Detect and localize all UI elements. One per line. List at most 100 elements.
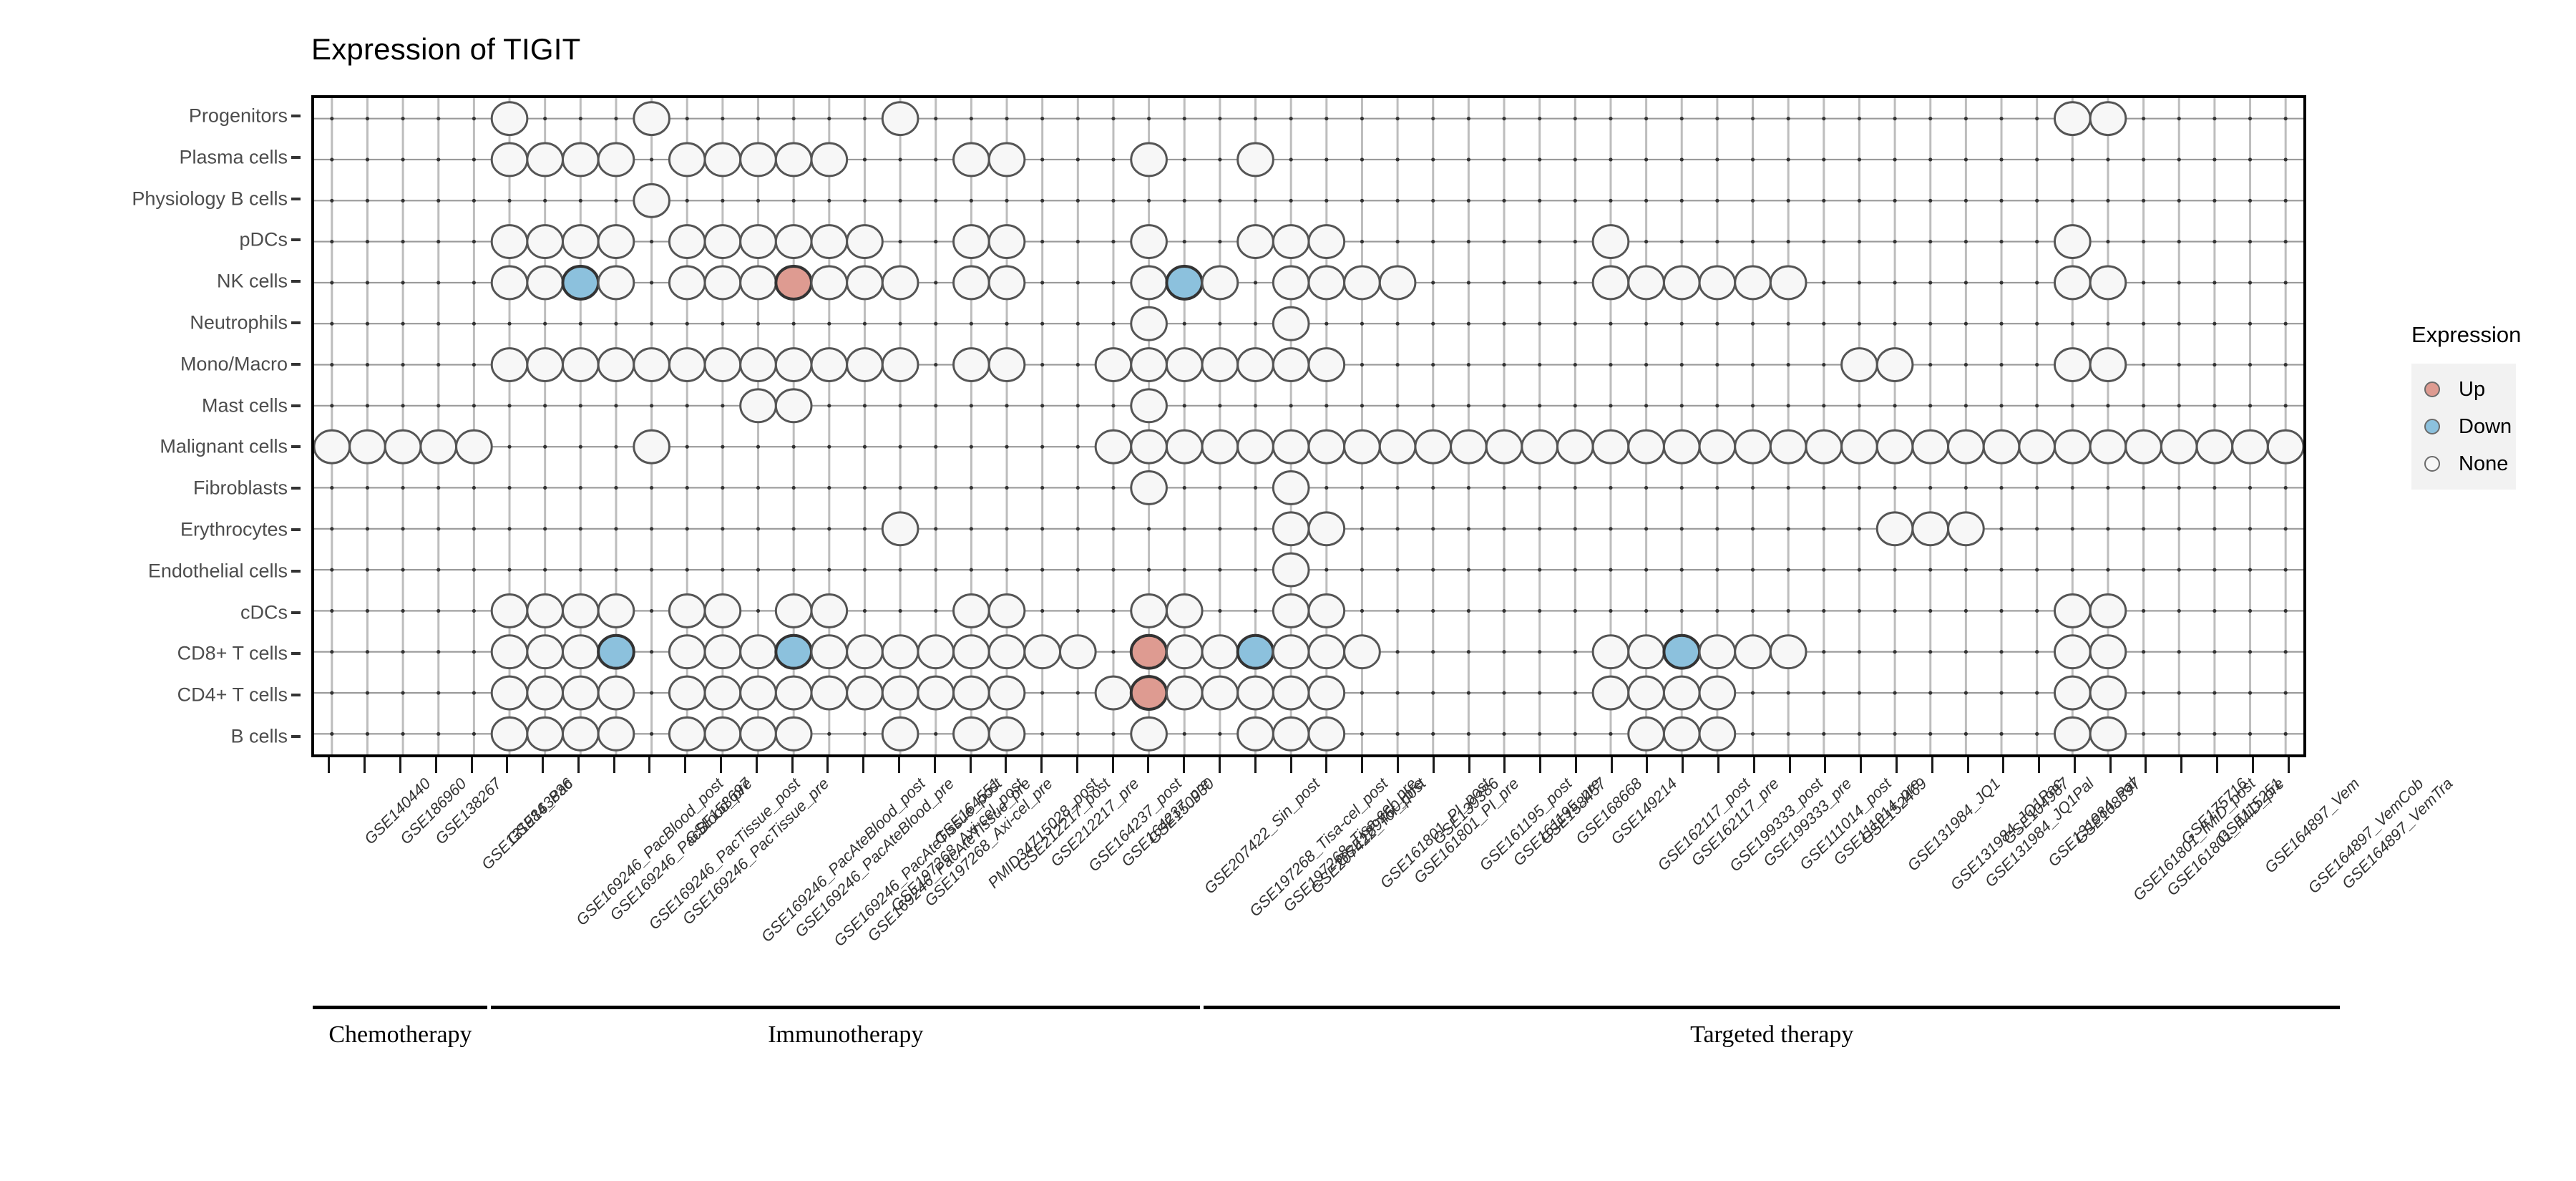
dot-cell[interactable]: [810, 224, 849, 260]
dot-cell[interactable]: [1272, 593, 1310, 628]
dot-cell[interactable]: [1734, 634, 1772, 670]
dot-cell[interactable]: [1272, 429, 1310, 465]
dot-cell[interactable]: [562, 347, 600, 382]
dot-cell[interactable]: [1272, 716, 1310, 752]
dot-cell[interactable]: [1201, 429, 1239, 465]
dot-cell[interactable]: [987, 224, 1026, 260]
dot-cell[interactable]: [597, 224, 635, 260]
dot-cell[interactable]: [952, 716, 990, 752]
dot-cell[interactable]: [1378, 265, 1417, 301]
dot-cell[interactable]: [1556, 429, 1594, 465]
dot-cell[interactable]: [774, 675, 813, 711]
dot-cell[interactable]: [1307, 224, 1346, 260]
dot-cell[interactable]: [490, 265, 529, 301]
dot-cell[interactable]: [633, 347, 670, 382]
dot-cell[interactable]: [1236, 675, 1274, 711]
dot-cell[interactable]: [881, 675, 919, 711]
dot-cell[interactable]: [1307, 675, 1346, 711]
dot-cell[interactable]: [1875, 347, 1914, 382]
dot-cell[interactable]: [1023, 634, 1061, 670]
dot-cell[interactable]: [1130, 142, 1168, 178]
dot-cell[interactable]: [774, 716, 813, 752]
dot-cell[interactable]: [1307, 593, 1346, 628]
dot-cell[interactable]: [1130, 265, 1168, 301]
dot-cell[interactable]: [1627, 634, 1665, 670]
dot-cell[interactable]: [526, 142, 564, 178]
dot-cell[interactable]: [2089, 101, 2127, 137]
dot-cell[interactable]: [952, 347, 990, 382]
dot-cell[interactable]: [1343, 265, 1381, 301]
dot-cell[interactable]: [561, 264, 600, 301]
dot-cell[interactable]: [2089, 429, 2127, 465]
dot-cell[interactable]: [703, 347, 742, 382]
dot-cell[interactable]: [2089, 347, 2127, 382]
dot-cell[interactable]: [1272, 306, 1310, 341]
dot-cell[interactable]: [1272, 634, 1310, 670]
dot-cell[interactable]: [1734, 265, 1772, 301]
dot-cell[interactable]: [1805, 429, 1843, 465]
dot-cell[interactable]: [1698, 675, 1737, 711]
dot-cell[interactable]: [774, 347, 813, 382]
dot-cell[interactable]: [1272, 347, 1310, 382]
dot-cell[interactable]: [1272, 552, 1310, 588]
dot-cell[interactable]: [526, 634, 564, 670]
dot-cell[interactable]: [1165, 264, 1204, 301]
dot-cell[interactable]: [952, 634, 990, 670]
dot-cell[interactable]: [1840, 429, 1878, 465]
dot-cell[interactable]: [668, 634, 706, 670]
dot-cell[interactable]: [1591, 429, 1630, 465]
dot-cell[interactable]: [348, 429, 386, 465]
dot-cell[interactable]: [597, 593, 635, 628]
dot-cell[interactable]: [597, 142, 635, 178]
dot-cell[interactable]: [1130, 470, 1168, 505]
dot-cell[interactable]: [1129, 633, 1169, 670]
dot-cell[interactable]: [1307, 511, 1346, 547]
dot-cell[interactable]: [562, 593, 600, 628]
dot-cell[interactable]: [668, 265, 706, 301]
dot-cell[interactable]: [490, 224, 529, 260]
dot-cell[interactable]: [2054, 634, 2092, 670]
dot-cell[interactable]: [739, 634, 777, 670]
dot-cell[interactable]: [952, 142, 990, 178]
dot-cell[interactable]: [1662, 429, 1701, 465]
dot-cell[interactable]: [1165, 347, 1204, 382]
dot-cell[interactable]: [739, 388, 777, 424]
dot-cell[interactable]: [1307, 429, 1346, 465]
dot-cell[interactable]: [490, 101, 529, 137]
dot-cell[interactable]: [597, 675, 635, 711]
dot-cell[interactable]: [703, 142, 742, 178]
dot-cell[interactable]: [490, 675, 529, 711]
dot-cell[interactable]: [846, 675, 884, 711]
dot-cell[interactable]: [597, 633, 635, 670]
dot-cell[interactable]: [1485, 429, 1523, 465]
dot-cell[interactable]: [987, 675, 1026, 711]
dot-cell[interactable]: [881, 716, 919, 752]
dot-cell[interactable]: [703, 224, 742, 260]
dot-cell[interactable]: [314, 429, 351, 465]
dot-cell[interactable]: [1307, 716, 1346, 752]
dot-cell[interactable]: [1165, 429, 1204, 465]
dot-cell[interactable]: [1662, 675, 1701, 711]
dot-cell[interactable]: [526, 347, 564, 382]
dot-cell[interactable]: [1236, 716, 1274, 752]
dot-cell[interactable]: [2089, 675, 2127, 711]
dot-cell[interactable]: [1130, 347, 1168, 382]
dot-layer[interactable]: [314, 98, 2303, 754]
dot-cell[interactable]: [2054, 675, 2092, 711]
dot-cell[interactable]: [2054, 265, 2092, 301]
dot-cell[interactable]: [952, 224, 990, 260]
dot-cell[interactable]: [1236, 347, 1274, 382]
dot-cell[interactable]: [1698, 634, 1737, 670]
dot-cell[interactable]: [562, 224, 600, 260]
dot-cell[interactable]: [597, 716, 635, 752]
dot-cell[interactable]: [1201, 265, 1239, 301]
dot-cell[interactable]: [2018, 429, 2056, 465]
dot-cell[interactable]: [739, 716, 777, 752]
dot-cell[interactable]: [526, 593, 564, 628]
dot-cell[interactable]: [703, 634, 742, 670]
dot-cell[interactable]: [917, 634, 955, 670]
dot-cell[interactable]: [1414, 429, 1453, 465]
dot-cell[interactable]: [1130, 224, 1168, 260]
legend-item[interactable]: Down: [2416, 408, 2512, 445]
dot-cell[interactable]: [2054, 101, 2092, 137]
